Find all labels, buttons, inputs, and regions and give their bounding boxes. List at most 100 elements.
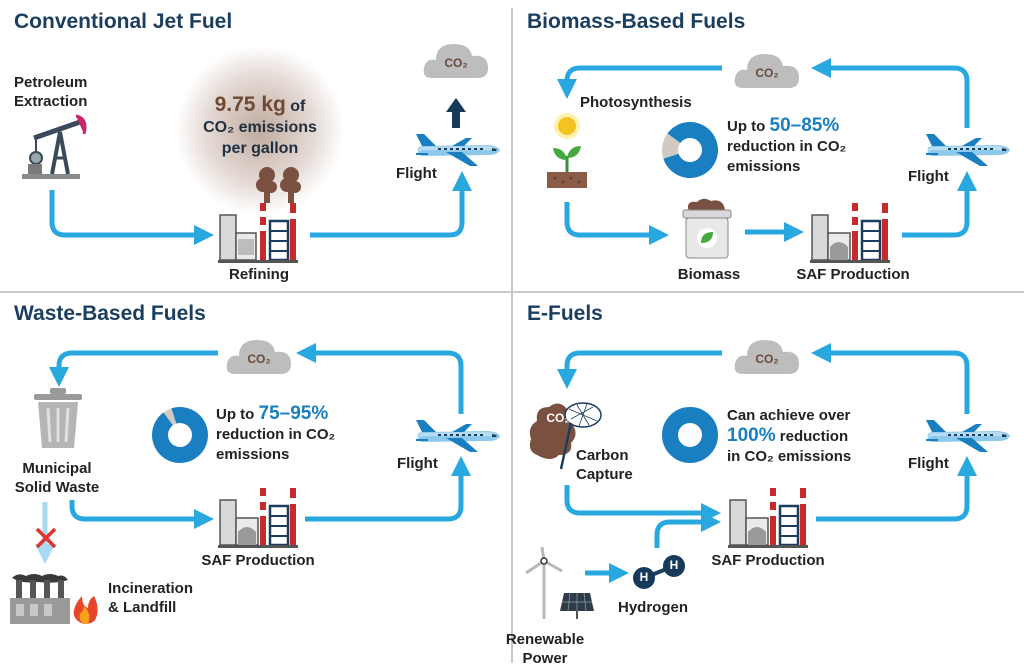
arrow-cloud-to-photosynthesis — [557, 65, 722, 99]
stat-line-1: Up to 50–85% — [727, 116, 846, 137]
label-line: Extraction — [14, 93, 88, 110]
emission-line-1: 9.75 kg of — [180, 94, 340, 117]
panel-title-conventional: Conventional Jet Fuel — [14, 10, 233, 33]
stat-line-2: reduction in CO₂ — [216, 426, 336, 443]
label-municipal-solid-waste: Municipal Solid Waste — [2, 459, 112, 497]
hydrogen-atom-label: H — [669, 558, 679, 572]
vertical-divider — [511, 8, 513, 663]
stat-prefix: Up to — [216, 406, 259, 423]
label-saf-production: SAF Production — [796, 266, 910, 283]
saf-refinery-icon — [728, 488, 808, 548]
label-flight: Flight — [396, 165, 437, 182]
arrow-cloud-to-capture — [557, 350, 722, 389]
arrow-saf-to-flight — [902, 171, 977, 238]
co2-cloud-icon — [734, 54, 799, 88]
label-flight: Flight — [908, 168, 949, 185]
panel-title-efuels: E-Fuels — [527, 302, 603, 325]
reduction-donut-chart — [662, 122, 718, 178]
airplane-icon — [926, 420, 1010, 452]
donut-slice — [663, 122, 718, 178]
arrow-flight-to-cloud-efuels — [811, 343, 970, 414]
arrow-photosynthesis-to-biomass — [564, 202, 669, 245]
co2-label: CO₂ — [444, 56, 468, 70]
arrow-capture-to-saf — [564, 485, 721, 523]
smoke-icon — [256, 167, 301, 203]
stat-line-3: emissions — [727, 158, 801, 175]
reduction-donut-chart — [662, 407, 718, 463]
arrow-flight-to-cloud — [811, 58, 970, 128]
label-line: Municipal — [22, 460, 92, 477]
co2-cloud-icon — [423, 44, 488, 78]
biomass-reduction-stat: Up to 50–85% reduction in CO₂ emissions — [727, 116, 846, 177]
hydrogen-molecule-icon — [633, 555, 685, 589]
label-carbon-capture: Carbon Capture — [576, 446, 633, 484]
up-arrow-emission — [446, 98, 466, 128]
donut-slice — [662, 407, 718, 463]
co2-label: CO₂ — [546, 411, 570, 425]
donut-slice — [662, 133, 681, 159]
stat-value: 50–85% — [769, 115, 840, 136]
stat-value: 75–95% — [258, 403, 329, 424]
label-line: Petroleum — [14, 74, 88, 91]
label-line: Solid Waste — [14, 479, 100, 496]
label-petroleum-extraction: Petroleum Extraction — [14, 73, 87, 111]
arrow-refining-to-flight — [310, 171, 472, 238]
arrow-extraction-to-refining — [49, 190, 214, 245]
label-refining: Refining — [229, 266, 289, 283]
label-saf-production: SAF Production — [711, 552, 825, 569]
arrow-msw-to-saf — [69, 500, 214, 529]
carbon-capture-icon — [529, 402, 602, 470]
saf-refinery-icon — [810, 203, 890, 263]
label-line: & Landfill — [108, 599, 177, 616]
label-hydrogen: Hydrogen — [618, 599, 689, 616]
conventional-emission-stat: 9.75 kg of CO₂ emissions per gallon — [180, 94, 340, 159]
label-line: Incineration — [108, 580, 194, 597]
oil-pump-icon — [22, 114, 87, 179]
stat-line-2: reduction in CO₂ — [727, 138, 847, 155]
donut-slice — [152, 407, 208, 463]
label-saf-production: SAF Production — [201, 552, 315, 569]
refinery-icon — [218, 203, 298, 263]
panel-title-waste: Waste-Based Fuels — [14, 302, 206, 325]
arrow-saf-to-flight-waste — [305, 456, 471, 522]
horizontal-divider — [0, 291, 1024, 293]
label-photosynthesis: Photosynthesis — [580, 94, 692, 111]
stat-value: 100% — [727, 425, 776, 446]
label-renewable-power: Renewable Power — [505, 630, 585, 668]
label-line: Capture — [576, 466, 633, 483]
co2-label: CO₂ — [755, 352, 779, 366]
label-line: Power — [522, 650, 568, 667]
co2-cloud-icon — [734, 340, 799, 374]
arrow-flight-to-cloud-waste — [296, 343, 464, 414]
airplane-icon — [926, 134, 1010, 166]
panel-title-biomass: Biomass-Based Fuels — [527, 10, 746, 33]
airplane-icon — [416, 134, 500, 166]
label-line: Carbon — [576, 447, 629, 464]
stat-line-1: Can achieve over — [727, 407, 851, 424]
saf-refinery-icon — [218, 488, 298, 548]
emission-line-2: CO₂ emissions — [203, 119, 317, 136]
biomass-bin-icon — [682, 198, 732, 259]
arrow-hydrogen-to-saf — [654, 512, 721, 548]
blocked-x-icon — [35, 527, 57, 549]
stat-prefix: Up to — [727, 118, 770, 135]
hydrogen-atom-label: H — [639, 570, 649, 584]
arrow-cloud-to-msw — [49, 350, 218, 387]
label-line: Renewable — [505, 631, 585, 648]
emission-of: of — [285, 98, 306, 115]
airplane-icon — [416, 420, 500, 452]
co2-cloud-icon — [226, 340, 291, 374]
sun-plant-icon — [547, 113, 587, 188]
reduction-donut-chart — [152, 407, 208, 463]
label-incineration-landfill: Incineration & Landfill — [108, 579, 193, 617]
efuels-reduction-stat: Can achieve over 100% reduction in CO₂ e… — [727, 406, 851, 467]
emission-line-3: per gallon — [221, 140, 299, 157]
stat-suffix: reduction — [775, 428, 849, 445]
arrow-saf-to-flight-efuels — [816, 456, 977, 522]
label-flight: Flight — [397, 455, 438, 472]
co2-label: CO₂ — [247, 352, 271, 366]
label-flight: Flight — [908, 455, 949, 472]
incinerator-icon — [10, 574, 98, 624]
co2-label: CO₂ — [755, 66, 779, 80]
